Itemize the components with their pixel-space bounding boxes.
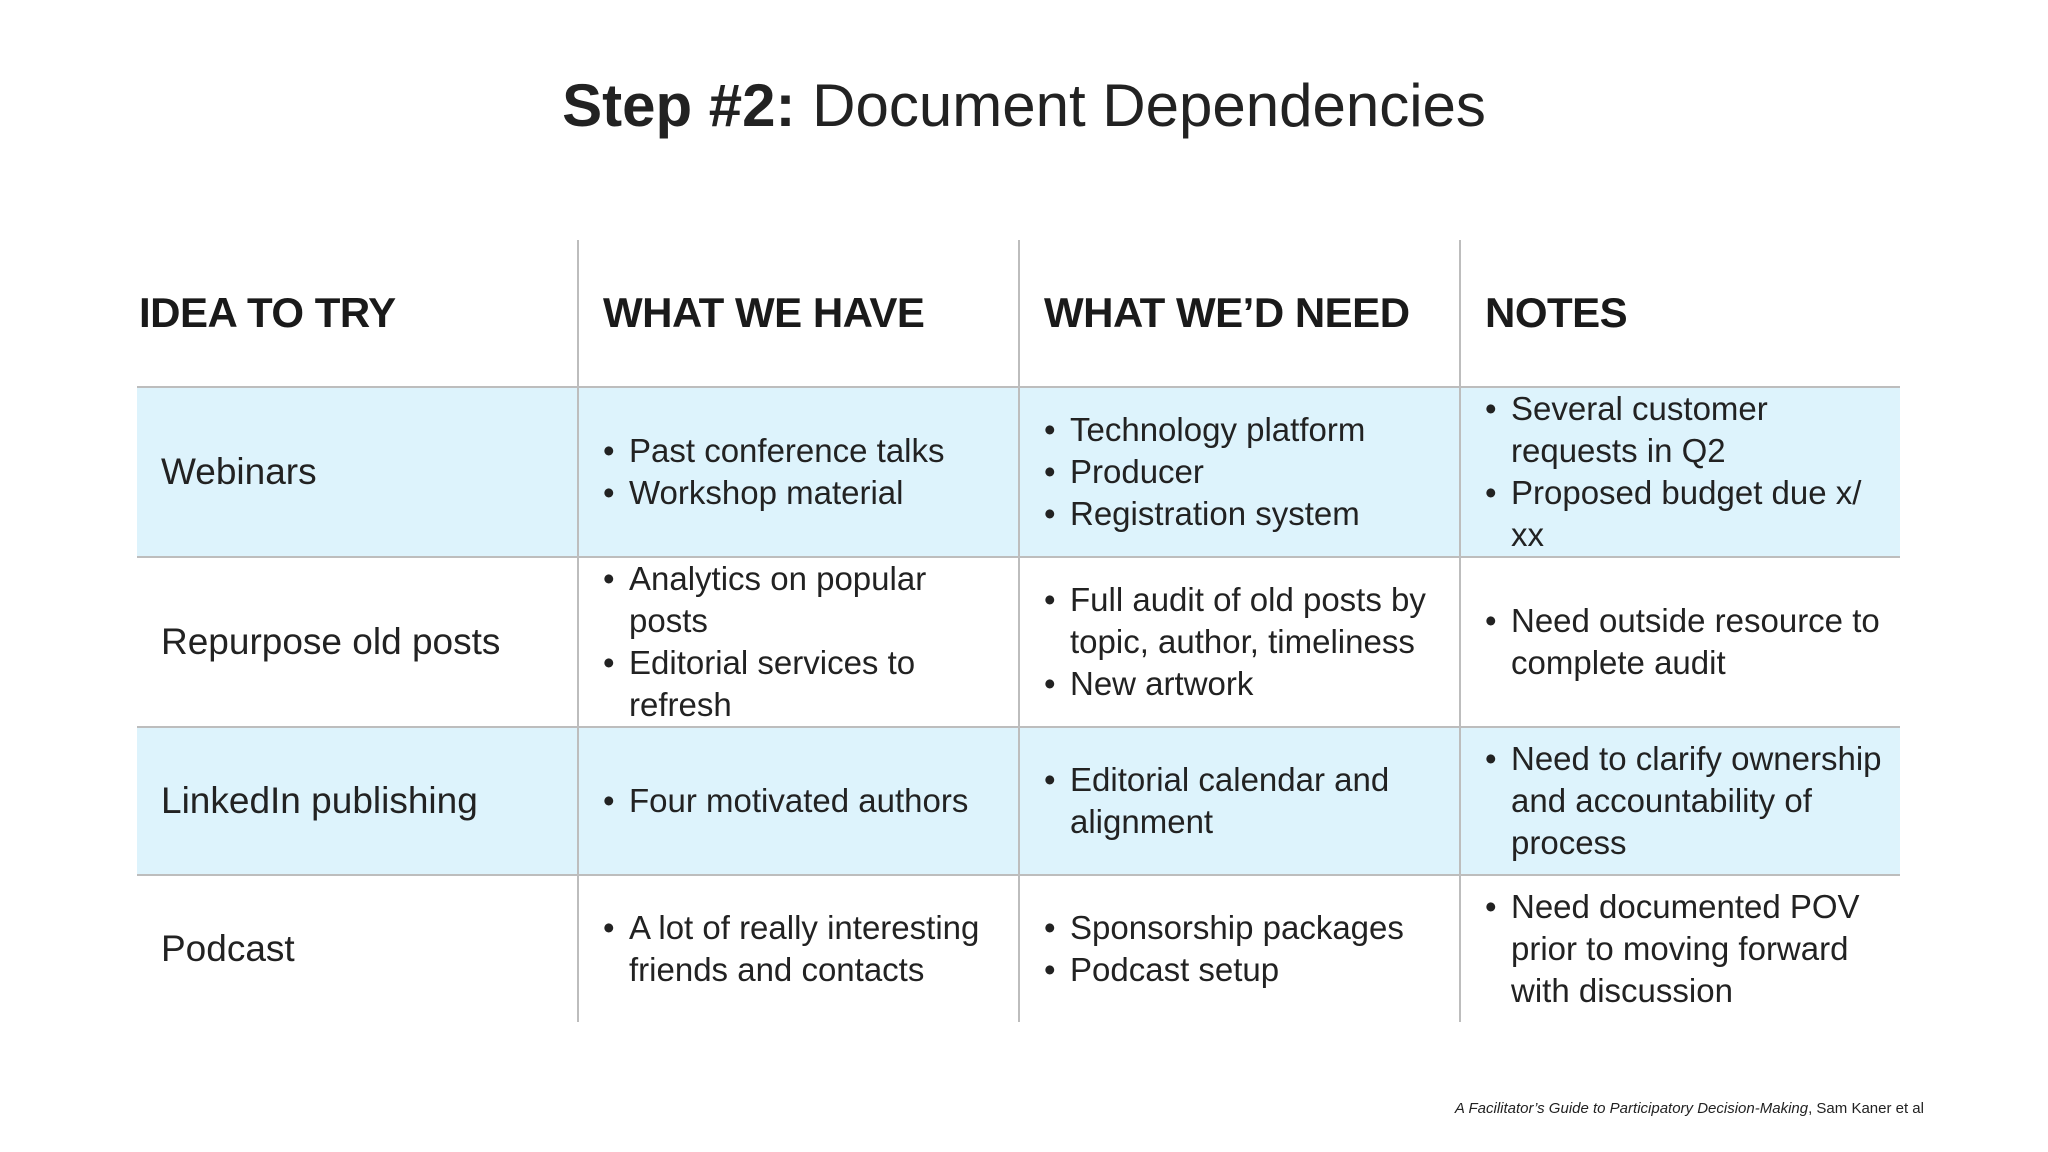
list-item: Editorial calendar and alignment (1044, 759, 1449, 843)
table-row: Podcast A lot of really interesting frie… (137, 874, 1900, 1022)
need-cell: Sponsorship packages Podcast setup (1018, 874, 1460, 1022)
table-row: Repurpose old posts Analytics on popular… (137, 556, 1900, 727)
need-cell: Full audit of old posts by topic, author… (1018, 556, 1460, 727)
list-item: Full audit of old posts by topic, author… (1044, 579, 1449, 663)
list-item: Sponsorship packages (1044, 907, 1449, 949)
header-notes: NOTES (1459, 240, 1900, 387)
have-cell: Past conference talks Workshop material (577, 386, 1019, 557)
table-header-row: IDEA TO TRY WHAT WE HAVE WHAT WE’D NEED … (137, 240, 1900, 387)
idea-cell: Repurpose old posts (137, 556, 578, 727)
table-row: LinkedIn publishing Four motivated autho… (137, 726, 1900, 875)
list-item: Four motivated authors (603, 780, 1008, 822)
list-item: New artwork (1044, 663, 1449, 705)
have-cell: A lot of really interesting friends and … (577, 874, 1019, 1022)
source-citation: A Facilitator’s Guide to Participatory D… (1455, 1100, 1924, 1117)
idea-cell: Webinars (137, 386, 578, 557)
list-item: Podcast setup (1044, 949, 1449, 991)
notes-cell: Need to clarify ownership and accountabi… (1459, 726, 1900, 875)
notes-cell: Need outside resource to complete audit (1459, 556, 1900, 727)
list-item: Registration system (1044, 493, 1449, 535)
title-step-label: Step #2: (562, 72, 796, 139)
list-item: A lot of really interesting friends and … (603, 907, 1008, 991)
table-row: Webinars Past conference talks Workshop … (137, 386, 1900, 557)
need-cell: Technology platform Producer Registratio… (1018, 386, 1460, 557)
have-cell: Analytics on popular posts Editorial ser… (577, 556, 1019, 727)
need-cell: Editorial calendar and alignment (1018, 726, 1460, 875)
citation-author: , Sam Kaner et al (1808, 1100, 1924, 1117)
idea-cell: Podcast (137, 874, 578, 1022)
list-item: Need documented POV prior to moving forw… (1485, 886, 1890, 1012)
list-item: Workshop material (603, 472, 1008, 514)
idea-cell: LinkedIn publishing (137, 726, 578, 875)
header-have: WHAT WE HAVE (577, 240, 1019, 387)
dependencies-table: IDEA TO TRY WHAT WE HAVE WHAT WE’D NEED … (137, 240, 1900, 1022)
list-item: Need to clarify ownership and accountabi… (1485, 738, 1890, 864)
header-need: WHAT WE’D NEED (1018, 240, 1460, 387)
list-item: Technology platform (1044, 409, 1449, 451)
slide-title: Step #2: Document Dependencies (0, 68, 2048, 144)
title-text: Document Dependencies (795, 72, 1486, 139)
list-item: Several customer requests in Q2 (1485, 388, 1890, 472)
list-item: Proposed budget due x/ xx (1485, 472, 1890, 556)
header-idea: IDEA TO TRY (139, 289, 396, 336)
citation-book-title: A Facilitator’s Guide to Participatory D… (1454, 1100, 1809, 1117)
list-item: Editorial services to refresh (603, 642, 1008, 726)
notes-cell: Several customer requests in Q2 Proposed… (1459, 386, 1900, 557)
notes-cell: Need documented POV prior to moving forw… (1459, 874, 1900, 1022)
list-item: Past conference talks (603, 430, 1008, 472)
list-item: Producer (1044, 451, 1449, 493)
list-item: Analytics on popular posts (603, 558, 1008, 642)
list-item: Need outside resource to complete audit (1485, 600, 1890, 684)
have-cell: Four motivated authors (577, 726, 1019, 875)
